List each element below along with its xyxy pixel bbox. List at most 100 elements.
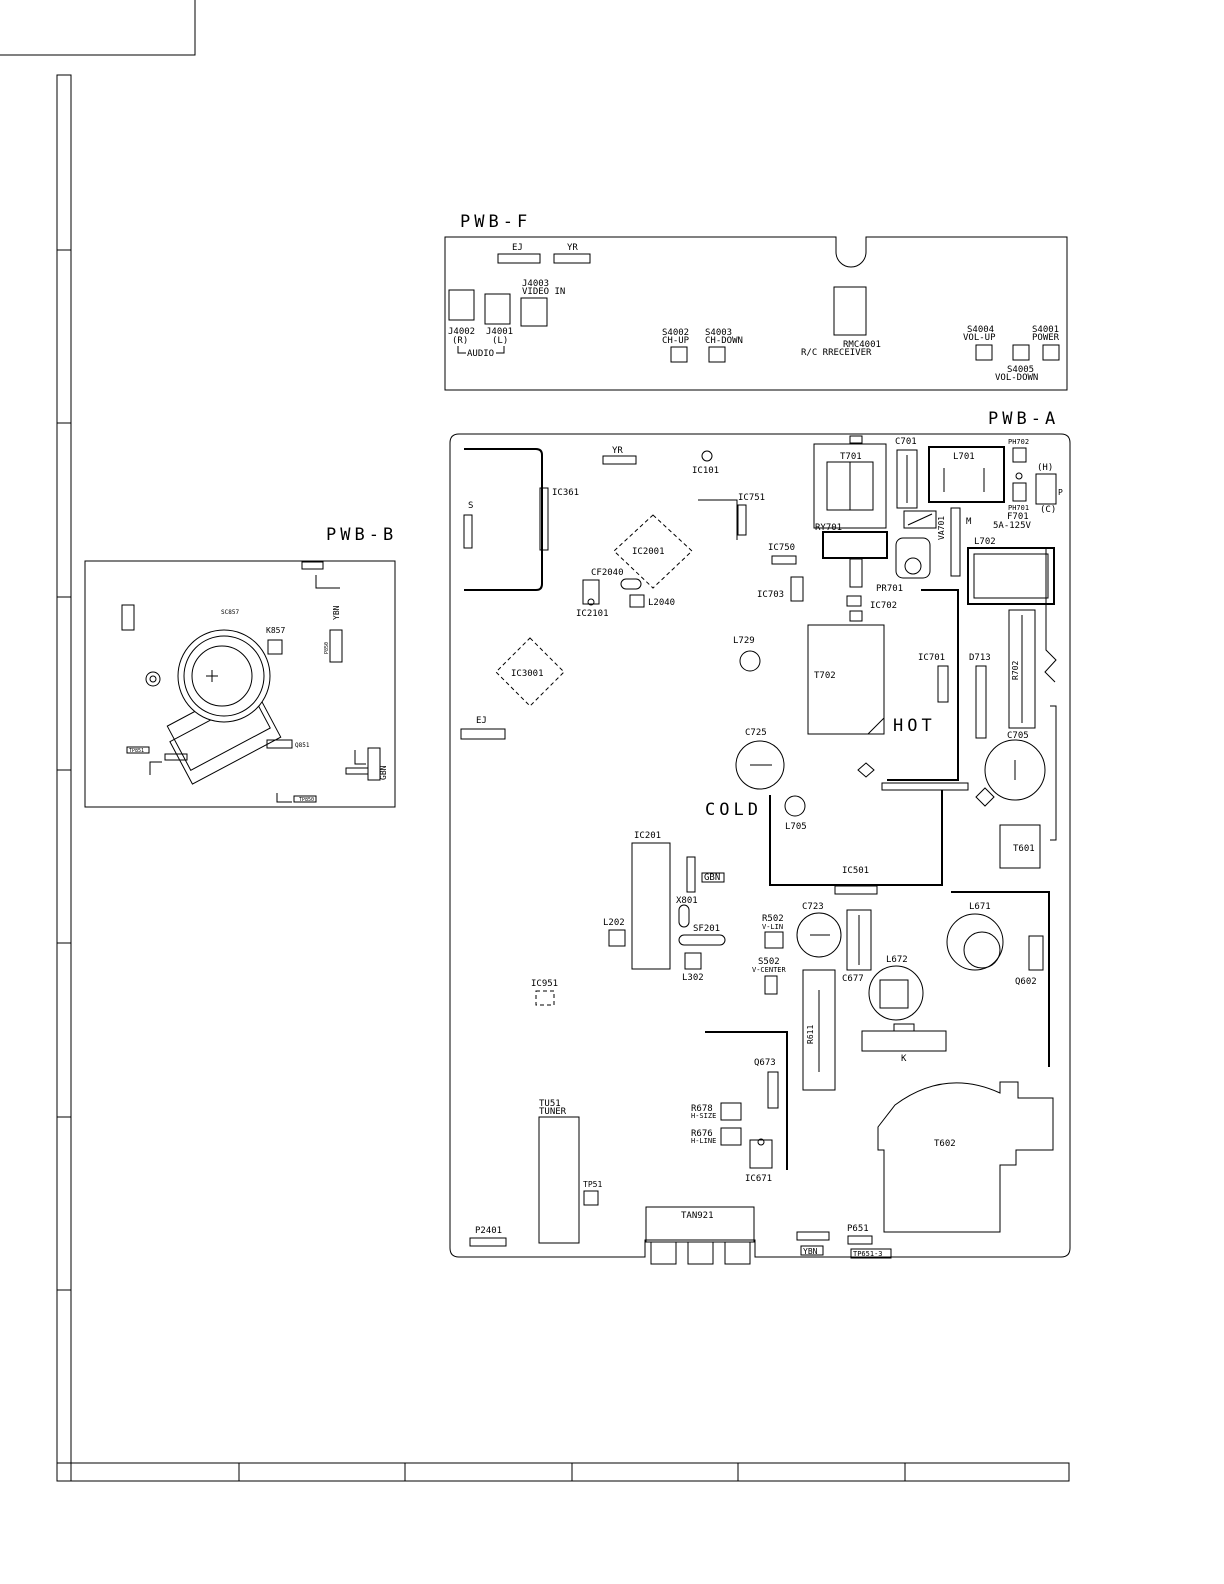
pwb-b-title: PWB-B: [326, 525, 397, 545]
ic2001-label: IC2001: [632, 547, 665, 557]
k-label: K: [901, 1054, 907, 1064]
pwb-f-board: PWB-F EJ YR J4003 VIDEO IN J4002 (R) J40…: [444, 212, 1068, 391]
r676-label: R676: [691, 1129, 713, 1139]
tp651-label: TP651-3: [853, 1250, 883, 1258]
j4002-part: [448, 289, 475, 321]
s4004-label: S4004: [967, 325, 994, 335]
ry701-label: RY701: [815, 523, 842, 533]
f701-sub: 5A-125V: [993, 521, 1032, 531]
s4002-sub: CH-UP: [662, 336, 690, 346]
r676-sub: H-LINE: [691, 1137, 716, 1145]
tp51-label: TP51: [583, 1180, 602, 1189]
ic101-label: IC101: [692, 466, 719, 476]
s4005-part: [1012, 344, 1030, 361]
ic201-label: IC201: [634, 831, 661, 841]
ic750-label: IC750: [768, 543, 795, 553]
c705-label: C705: [1007, 731, 1029, 741]
tu51-sub: TUNER: [539, 1107, 567, 1117]
audio-label: AUDIO: [467, 349, 494, 359]
s502-label: S502: [758, 957, 780, 967]
gbn-label: GBN: [704, 873, 720, 883]
page-frame: [0, 0, 1070, 1482]
h-label: (H): [1037, 463, 1053, 473]
r502-label: R502: [762, 914, 784, 924]
s4001-part: [1042, 344, 1060, 361]
a-yr-label: YR: [612, 446, 623, 456]
l702-label: L702: [974, 537, 996, 547]
pr701-label: PR701: [876, 584, 903, 594]
ybn-label: YBN: [803, 1247, 818, 1256]
rmc-label: RMC4001: [843, 340, 881, 350]
s4001-label: S4001: [1032, 325, 1059, 335]
f-yr-label: YR: [567, 243, 578, 253]
s4005-label: S4005: [1007, 365, 1034, 375]
s4003-sub: CH-DOWN: [705, 336, 743, 346]
s4003-part: [708, 346, 726, 363]
j4002-label: J4002: [448, 327, 475, 337]
ic701-label: IC701: [918, 653, 945, 663]
j4003-sub: VIDEO IN: [522, 287, 565, 297]
ic751-label: IC751: [738, 493, 765, 503]
t701-label: T701: [840, 452, 862, 462]
a-ej-label: EJ: [476, 716, 487, 726]
c723-label: C723: [802, 902, 824, 912]
j4003-part: [520, 297, 548, 327]
t602-label: T602: [934, 1139, 956, 1149]
s-label: S: [468, 501, 473, 511]
s4004-sub: VOL-UP: [963, 333, 996, 343]
r502-sub: V-LIN: [762, 923, 783, 931]
k857-label: K857: [266, 626, 285, 635]
va701-label: VA701: [937, 516, 946, 540]
pwb-a-title: PWB-A: [988, 409, 1059, 429]
d713-label: D713: [969, 653, 991, 663]
rmc-sub: R/C RRECEIVER: [801, 348, 872, 358]
ic501-label: IC501: [842, 866, 869, 876]
q673-label: Q673: [754, 1058, 776, 1068]
s4004-part: [975, 344, 993, 361]
b-ybn-label: YBN: [332, 605, 341, 620]
t702-label: T702: [814, 671, 836, 681]
r678-sub: H-SIZE: [691, 1112, 716, 1120]
r611-label: R611: [806, 1025, 815, 1044]
pwb-f-title: PWB-F: [460, 212, 531, 232]
c701-label: C701: [895, 437, 917, 447]
j4002-sub: (R): [452, 336, 468, 346]
l729-label: L729: [733, 636, 755, 646]
tp850-label: TP850: [299, 797, 314, 803]
l2040-label: L2040: [648, 598, 675, 608]
ic361-label: IC361: [552, 488, 579, 498]
s4005-sub: VOL-DOWN: [995, 373, 1038, 383]
rmc4001-part: [833, 286, 867, 336]
l671-label: L671: [969, 902, 991, 912]
tan921-label: TAN921: [681, 1211, 714, 1221]
s4003-label: S4003: [705, 328, 732, 338]
p850-label: P850: [324, 642, 330, 654]
j4003-label: J4003: [522, 279, 549, 289]
r678-label: R678: [691, 1104, 713, 1114]
c-label: (C): [1040, 505, 1056, 515]
x801-label: X801: [676, 896, 698, 906]
l701-label: L701: [953, 452, 975, 462]
ph702-label: PH702: [1008, 438, 1029, 446]
tu51-label: TU51: [539, 1099, 561, 1109]
m-label: M: [966, 517, 972, 527]
l672-label: L672: [886, 955, 908, 965]
p2401-label: P2401: [475, 1226, 502, 1236]
j4001-label: J4001: [486, 327, 513, 337]
q851-label: Q851: [295, 742, 310, 749]
c725-label: C725: [745, 728, 767, 738]
s4002-part: [670, 346, 688, 363]
cf2040-label: CF2040: [591, 568, 624, 578]
ic671-label: IC671: [745, 1174, 772, 1184]
f701-label: F701: [1007, 512, 1029, 522]
j4001-sub: (L): [492, 336, 508, 346]
p651-label: P651: [847, 1224, 869, 1234]
t601-label: T601: [1013, 844, 1035, 854]
sc857-label: SC857: [221, 609, 239, 616]
r702-label: R702: [1011, 661, 1020, 680]
pwb-a-board: PWB-A YR IC101 IC361 S IC751 IC2001 CF20…: [449, 409, 1071, 1265]
hot-label: HOT: [893, 716, 936, 736]
ic702-label: IC702: [870, 601, 897, 611]
p-label: P: [1058, 488, 1063, 497]
